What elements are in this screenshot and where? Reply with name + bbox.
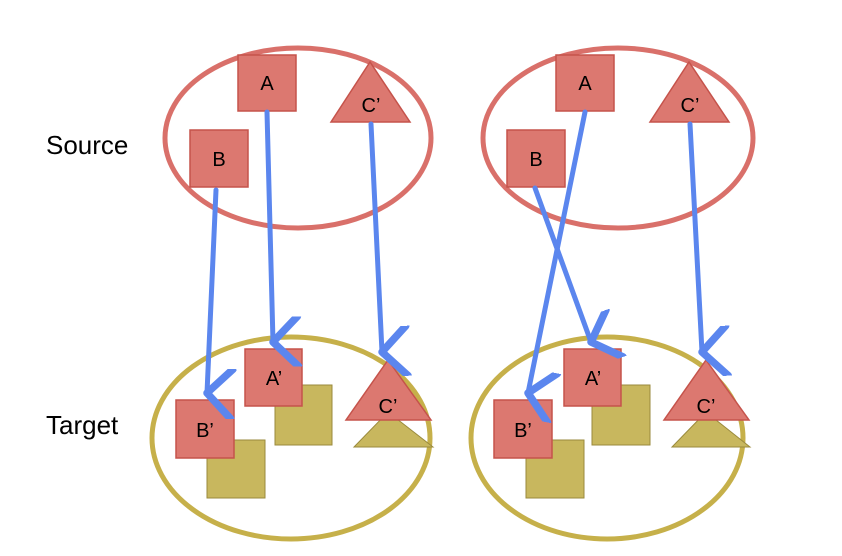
source-label: Source — [46, 130, 129, 160]
left-source-ellipse — [162, 45, 434, 231]
left-arrow-c-to-c-prime — [368, 121, 382, 352]
left-node-c-prime-target-label: C’ — [379, 396, 398, 418]
left-node-a-label: A — [260, 73, 274, 95]
right-node-c-prime-label: C’ — [681, 95, 700, 117]
left-arrow-a-to-a-prime — [264, 109, 273, 342]
left-node-b-label: B — [212, 149, 225, 171]
left-node-a: A — [237, 54, 297, 112]
left-node-a-prime-label: A’ — [266, 368, 282, 390]
right-olive-triangle — [670, 411, 752, 448]
right-node-a-label: A — [578, 73, 592, 95]
right-node-b: B — [506, 129, 566, 188]
target-label: Target — [46, 410, 119, 440]
right-source-ellipse — [480, 45, 756, 231]
left-node-c-prime: C’ — [329, 60, 412, 123]
right-node-a-prime-label: A’ — [585, 368, 601, 390]
right-node-b-label: B — [529, 149, 542, 171]
left-node-b-prime-label: B’ — [196, 420, 214, 442]
right-arrow-c-to-c-prime — [687, 121, 702, 352]
right-node-b-prime: B’ — [493, 399, 553, 459]
right-node-a-prime: A’ — [563, 348, 622, 407]
left-arrow-b-to-b-prime — [207, 187, 216, 393]
right-panel: A B C’ A’ B’ C’ — [468, 45, 756, 542]
left-node-b: B — [189, 129, 249, 188]
left-olive-triangle — [352, 411, 435, 448]
left-node-c-prime-label: C’ — [362, 95, 381, 117]
left-panel: A B C’ A’ B’ C’ — [149, 45, 435, 542]
right-node-c-prime: C’ — [648, 60, 731, 123]
right-node-b-prime-label: B’ — [514, 420, 532, 442]
right-arrow-b-to-a-prime — [532, 185, 591, 342]
right-node-c-prime-target: C’ — [662, 358, 751, 421]
right-node-a: A — [555, 54, 615, 112]
left-node-a-prime: A’ — [244, 348, 303, 407]
right-node-c-prime-target-label: C’ — [697, 396, 716, 418]
left-node-b-prime: B’ — [175, 399, 235, 459]
left-node-c-prime-target: C’ — [344, 358, 433, 421]
